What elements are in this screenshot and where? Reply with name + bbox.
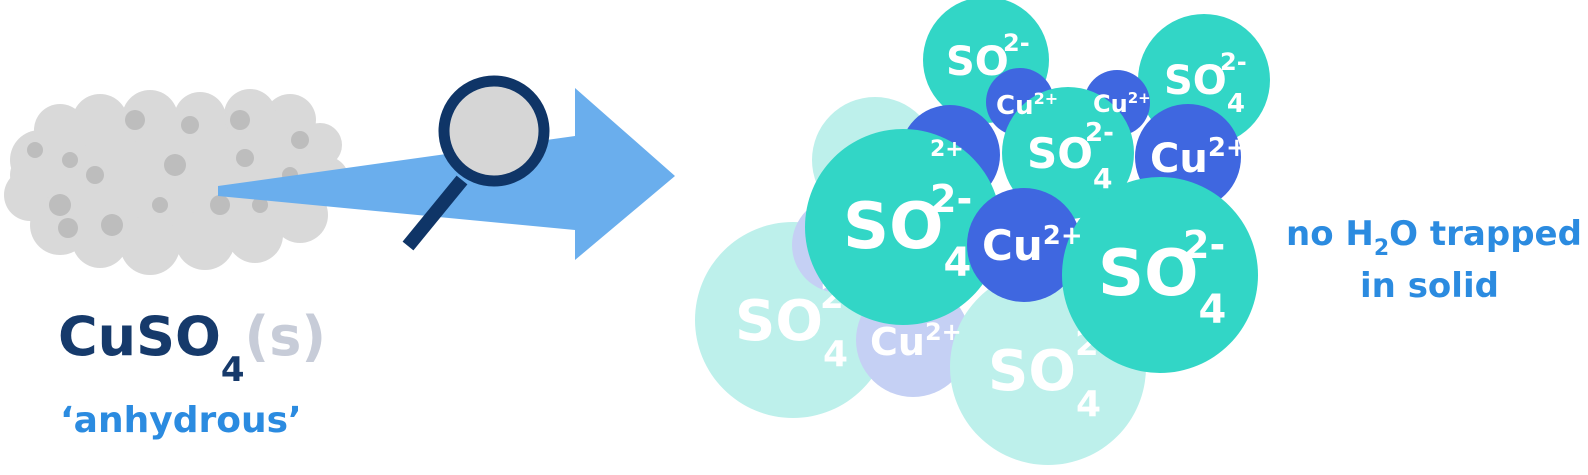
sulfate-symbol: SO xyxy=(946,39,1009,85)
sulfate-subscript: 4 xyxy=(1227,89,1245,119)
note-prefix: no H xyxy=(1286,214,1374,254)
sulfate-charge: 2- xyxy=(930,177,972,221)
sulfate-ion xyxy=(1062,177,1258,373)
ion-lattice: SO4 2- Cu2+ SO4 2- SO 2- SO4 2- Cu2+ xyxy=(695,0,1270,465)
sulfate-subscript: 4 xyxy=(823,334,848,375)
copper-symbol: Cu xyxy=(870,320,925,364)
svg-text:Cu2+: Cu2+ xyxy=(982,221,1083,270)
svg-text:SO4: SO4 xyxy=(735,289,848,375)
svg-text:SO4: SO4 xyxy=(988,339,1101,425)
sulfate-charge: 2- xyxy=(1220,48,1247,76)
copper-symbol: Cu xyxy=(1093,90,1128,118)
copper-symbol: Cu xyxy=(1150,136,1208,182)
zoom-arrow xyxy=(218,88,675,260)
sulfate-charge: 2- xyxy=(1183,223,1225,267)
formula-state: (s) xyxy=(245,305,327,368)
sulfate-ion xyxy=(1002,87,1134,219)
note-subscript: 2 xyxy=(1374,236,1389,261)
svg-text:SO4: SO4 xyxy=(1164,58,1245,119)
copper-charge: 2+ xyxy=(925,318,962,346)
formula-subscript: 4 xyxy=(221,350,245,390)
note-label: no H2O trapped in solid xyxy=(1286,214,1582,306)
copper-symbol: Cu xyxy=(982,221,1043,270)
svg-text:Cu2+: Cu2+ xyxy=(870,318,962,364)
sulfate-charge: 2- xyxy=(1085,118,1114,148)
sulfate-subscript: 4 xyxy=(1093,162,1112,195)
magnifier-icon xyxy=(402,75,550,251)
formula-caption: ‘anhydrous’ xyxy=(60,400,302,441)
svg-text:SO4: SO4 xyxy=(843,190,971,286)
sulfate-symbol: SO xyxy=(1164,58,1227,104)
sulfate-ion xyxy=(805,129,1001,325)
sulfate-symbol: SO xyxy=(988,339,1076,404)
sulfate-symbol: SO xyxy=(1027,129,1093,178)
copper-charge: 2+ xyxy=(1128,89,1151,107)
sulfate-symbol: SO xyxy=(735,289,823,354)
copper-charge: 2+ xyxy=(1208,133,1248,163)
svg-text:CuSO4(s): CuSO4(s) xyxy=(58,305,326,390)
svg-text:SO: SO xyxy=(946,39,1009,85)
svg-text:2+: 2+ xyxy=(930,137,964,162)
sulfate-subscript: 4 xyxy=(944,240,972,286)
copper-ion xyxy=(967,188,1081,302)
svg-text:Cu2+: Cu2+ xyxy=(1150,133,1248,182)
svg-text:Cu2+: Cu2+ xyxy=(996,89,1058,121)
sulfate-subscript: 4 xyxy=(1199,287,1227,333)
copper-charge: 2+ xyxy=(1043,221,1083,251)
copper-charge: 2+ xyxy=(1034,89,1059,108)
formula-main: CuSO xyxy=(58,305,221,368)
sulfate-charge: 2- xyxy=(1003,29,1030,57)
svg-text:Cu2+: Cu2+ xyxy=(1093,89,1151,118)
sulfate-symbol: SO xyxy=(843,190,944,264)
sulfate-subscript: 4 xyxy=(1076,384,1101,425)
svg-text:SO4: SO4 xyxy=(1027,129,1112,195)
sulfate-symbol: SO xyxy=(1098,237,1199,311)
svg-text:SO4: SO4 xyxy=(1098,237,1226,333)
note-line2: in solid xyxy=(1360,266,1499,306)
copper-symbol: Cu xyxy=(996,91,1034,121)
copper-charge: 2+ xyxy=(930,137,964,162)
svg-text:no H2O trapped: no H2O trapped xyxy=(1286,214,1582,261)
note-suffix: O trapped xyxy=(1389,214,1582,254)
formula-label: CuSO4(s) ‘anhydrous’ xyxy=(58,305,326,441)
